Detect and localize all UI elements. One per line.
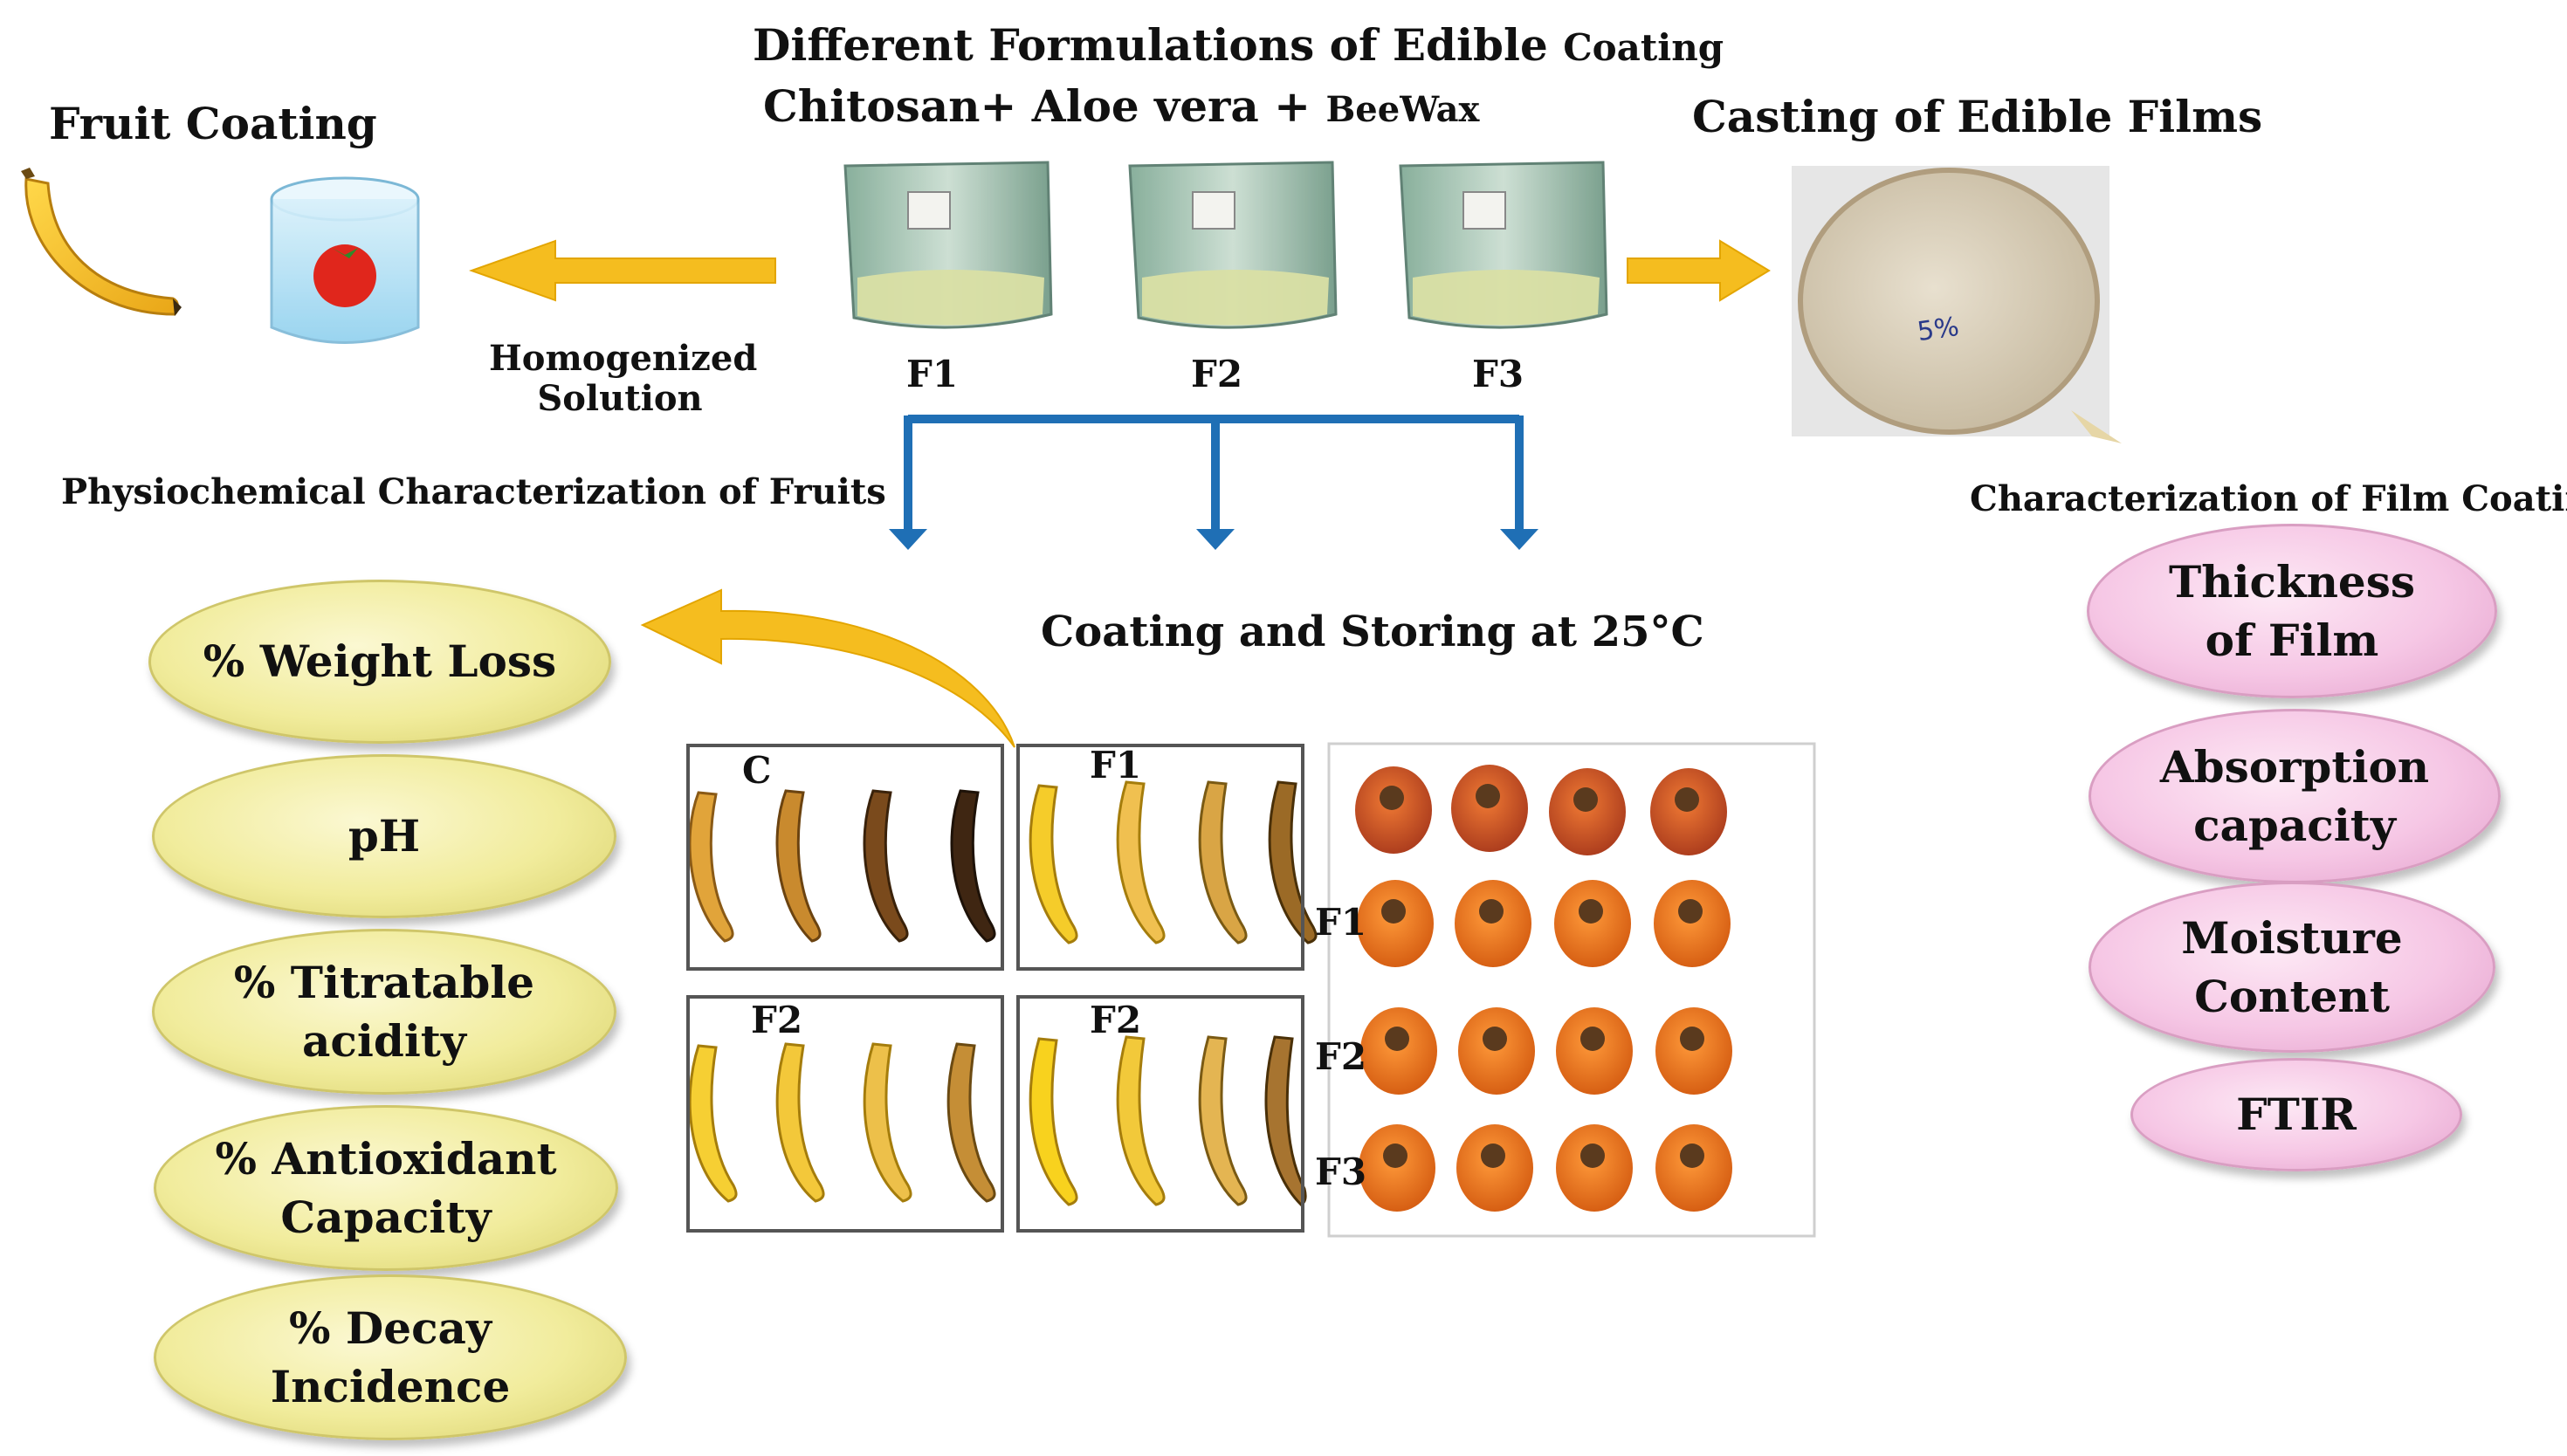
banana-panel-f1: F1 bbox=[1016, 744, 1304, 971]
film-char-moisture-l2: Content bbox=[2194, 971, 2390, 1022]
homogenized-label: Homogenized Solution bbox=[489, 338, 758, 419]
banana-panel-f1-label: F1 bbox=[1090, 744, 1142, 786]
top-subtitle-tail: BeeWax bbox=[1325, 89, 1480, 130]
film-char-ftir: FTIR bbox=[2130, 1058, 2462, 1171]
top-subtitle-main: Chitosan+ Aloe vera + bbox=[763, 80, 1311, 132]
banana-panel-f2-right: F2 bbox=[1016, 995, 1304, 1233]
arrow-to-fruit-coating bbox=[469, 239, 776, 302]
film-char-moisture: Moisture Content bbox=[2089, 882, 2495, 1053]
top-subtitle: Chitosan+ Aloe vera + BeeWax bbox=[763, 80, 1479, 132]
film-char-absorption-l2: capacity bbox=[2193, 800, 2396, 851]
banana-panel-c: C bbox=[686, 744, 1004, 971]
arrow-to-casting bbox=[1627, 239, 1771, 302]
petri-dish-icon bbox=[1792, 166, 2122, 443]
banana-icon bbox=[21, 168, 182, 316]
persimmon-row-label-f1: F1 bbox=[1315, 901, 1367, 944]
film-char-thickness-l2: of Film bbox=[2205, 615, 2379, 666]
tomato-jar-icon bbox=[270, 176, 420, 344]
beaker-f2-icon bbox=[1128, 161, 1338, 329]
fruit-char-decay-incidence: % Decay Incidence bbox=[154, 1274, 627, 1440]
persimmon-grid bbox=[1327, 742, 1816, 1238]
top-title: Different Formulations of Edible Coating bbox=[753, 19, 1724, 71]
fruit-char-ph: pH bbox=[152, 754, 616, 918]
beaker-f3-icon bbox=[1399, 161, 1608, 329]
film-char-ftir-l1: FTIR bbox=[2236, 1089, 2357, 1141]
film-char-absorption: Absorption capacity bbox=[2089, 709, 2501, 883]
storing-title: Coating and Storing at 25°C bbox=[1041, 608, 1704, 656]
persimmon-row-label-f3: F3 bbox=[1315, 1150, 1367, 1193]
top-title-main: Different Formulations of Edible bbox=[753, 19, 1548, 71]
fruit-char-antioxidant-capacity: % Antioxidant Capacity bbox=[154, 1105, 618, 1271]
film-char-moisture-l1: Moisture bbox=[2181, 911, 2403, 964]
fruit-char-titratable-l2: acidity bbox=[302, 1015, 466, 1067]
homogenized-line2: Solution bbox=[537, 378, 703, 419]
film-char-thickness-l1: Thickness bbox=[2168, 555, 2416, 608]
petri-dish-mark: 5% bbox=[1915, 311, 1961, 348]
curved-arrow-to-weight-loss bbox=[640, 588, 1015, 748]
fruit-char-decay-l2: Incidence bbox=[270, 1361, 511, 1412]
fruit-char-antioxidant-l1: % Antioxidant bbox=[215, 1132, 557, 1185]
fruit-char-weight-loss: % Weight Loss bbox=[148, 580, 611, 744]
beaker-f1-icon bbox=[843, 161, 1053, 329]
film-char-thickness: Thickness of Film bbox=[2087, 524, 2497, 698]
fruit-char-weight-loss-l1: % Weight Loss bbox=[203, 635, 557, 688]
fruit-char-decay-l1: % Decay bbox=[289, 1301, 492, 1354]
persimmon-row-label-f2: F2 bbox=[1315, 1035, 1367, 1078]
fruit-char-ph-l1: pH bbox=[348, 810, 421, 862]
casting-title: Casting of Edible Films bbox=[1692, 91, 2263, 142]
fruit-char-titratable-l1: % Titratable bbox=[233, 956, 535, 1008]
fruit-char-title: Physiochemical Characterization of Fruit… bbox=[61, 471, 886, 512]
formulation-label-f1: F1 bbox=[906, 353, 959, 395]
banana-panel-f2-left-label: F2 bbox=[751, 999, 803, 1041]
film-char-title: Characterization of Film Coating bbox=[1970, 478, 2567, 519]
homogenized-line1: Homogenized bbox=[489, 338, 758, 379]
blue-connector bbox=[904, 415, 1524, 532]
film-char-absorption-l1: Absorption bbox=[2159, 740, 2430, 793]
top-title-tail: Coating bbox=[1563, 26, 1724, 69]
banana-panel-f2-left: F2 bbox=[686, 995, 1004, 1233]
fruit-char-titratable-acidity: % Titratable acidity bbox=[152, 929, 616, 1095]
banana-panel-f2-right-label: F2 bbox=[1090, 999, 1142, 1041]
banana-panel-contents bbox=[688, 780, 1318, 1206]
banana-panel-c-label: C bbox=[742, 749, 772, 792]
formulation-label-f3: F3 bbox=[1472, 353, 1524, 395]
fruit-coating-title: Fruit Coating bbox=[49, 98, 377, 149]
fruit-char-antioxidant-l2: Capacity bbox=[280, 1192, 492, 1243]
formulation-label-f2: F2 bbox=[1191, 353, 1243, 395]
